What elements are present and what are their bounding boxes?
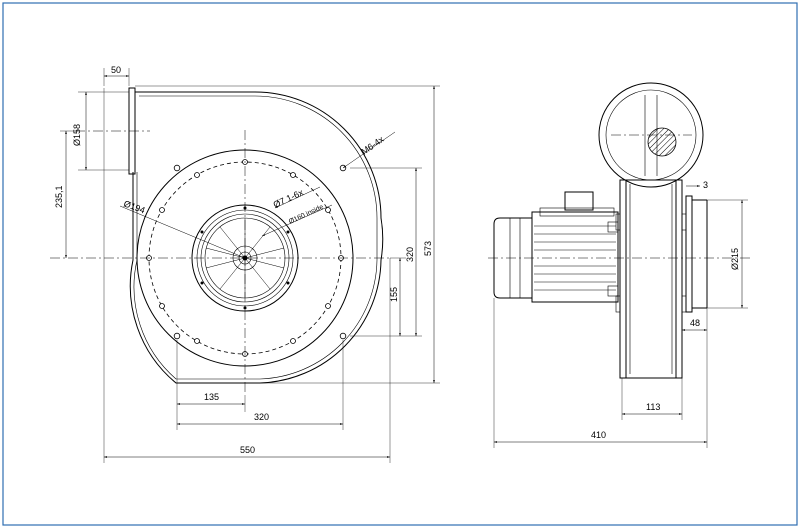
dim-label: 320	[405, 247, 415, 262]
mount-hole	[173, 164, 181, 172]
motor-fan-guard	[647, 127, 677, 157]
dim-label: 410	[591, 430, 606, 440]
dim-label: 135	[204, 392, 219, 402]
dim-label: Ø7 1-6x	[272, 187, 306, 210]
mount-hole	[173, 332, 181, 340]
motor-body	[531, 211, 619, 303]
outlet-pipe	[598, 82, 704, 188]
dim-label: 320	[254, 412, 269, 422]
volute-housing	[129, 91, 384, 384]
housing-plate-rear	[675, 179, 683, 379]
inlet-flange-side	[685, 195, 693, 313]
housing-plate-front	[619, 179, 627, 379]
dim-label: Ø194	[122, 198, 146, 215]
dim-label: 113	[646, 402, 660, 412]
motor	[493, 191, 619, 303]
dim-label: Ø215	[730, 248, 740, 270]
mount-hole	[339, 332, 347, 340]
dim-label: 573	[423, 241, 433, 256]
terminal-box	[564, 191, 594, 211]
dim-label: 235,1	[54, 185, 64, 208]
dim-label: Ø158	[72, 124, 82, 146]
dim-label: 3	[703, 180, 708, 190]
dim-label: 155	[389, 287, 399, 302]
side-view: 3 Ø215 48 113 410	[488, 82, 750, 448]
dim-label: M6-4x	[359, 134, 386, 157]
dim-label: 50	[111, 65, 121, 75]
front-view: 50 Ø158 235,1 M6-4x Ø194 Ø7 1-6x Ø160 in…	[50, 65, 440, 463]
dim-label: Ø160 inside	[288, 204, 325, 226]
dim-label: 550	[240, 445, 255, 455]
dim-label: 48	[690, 318, 700, 328]
